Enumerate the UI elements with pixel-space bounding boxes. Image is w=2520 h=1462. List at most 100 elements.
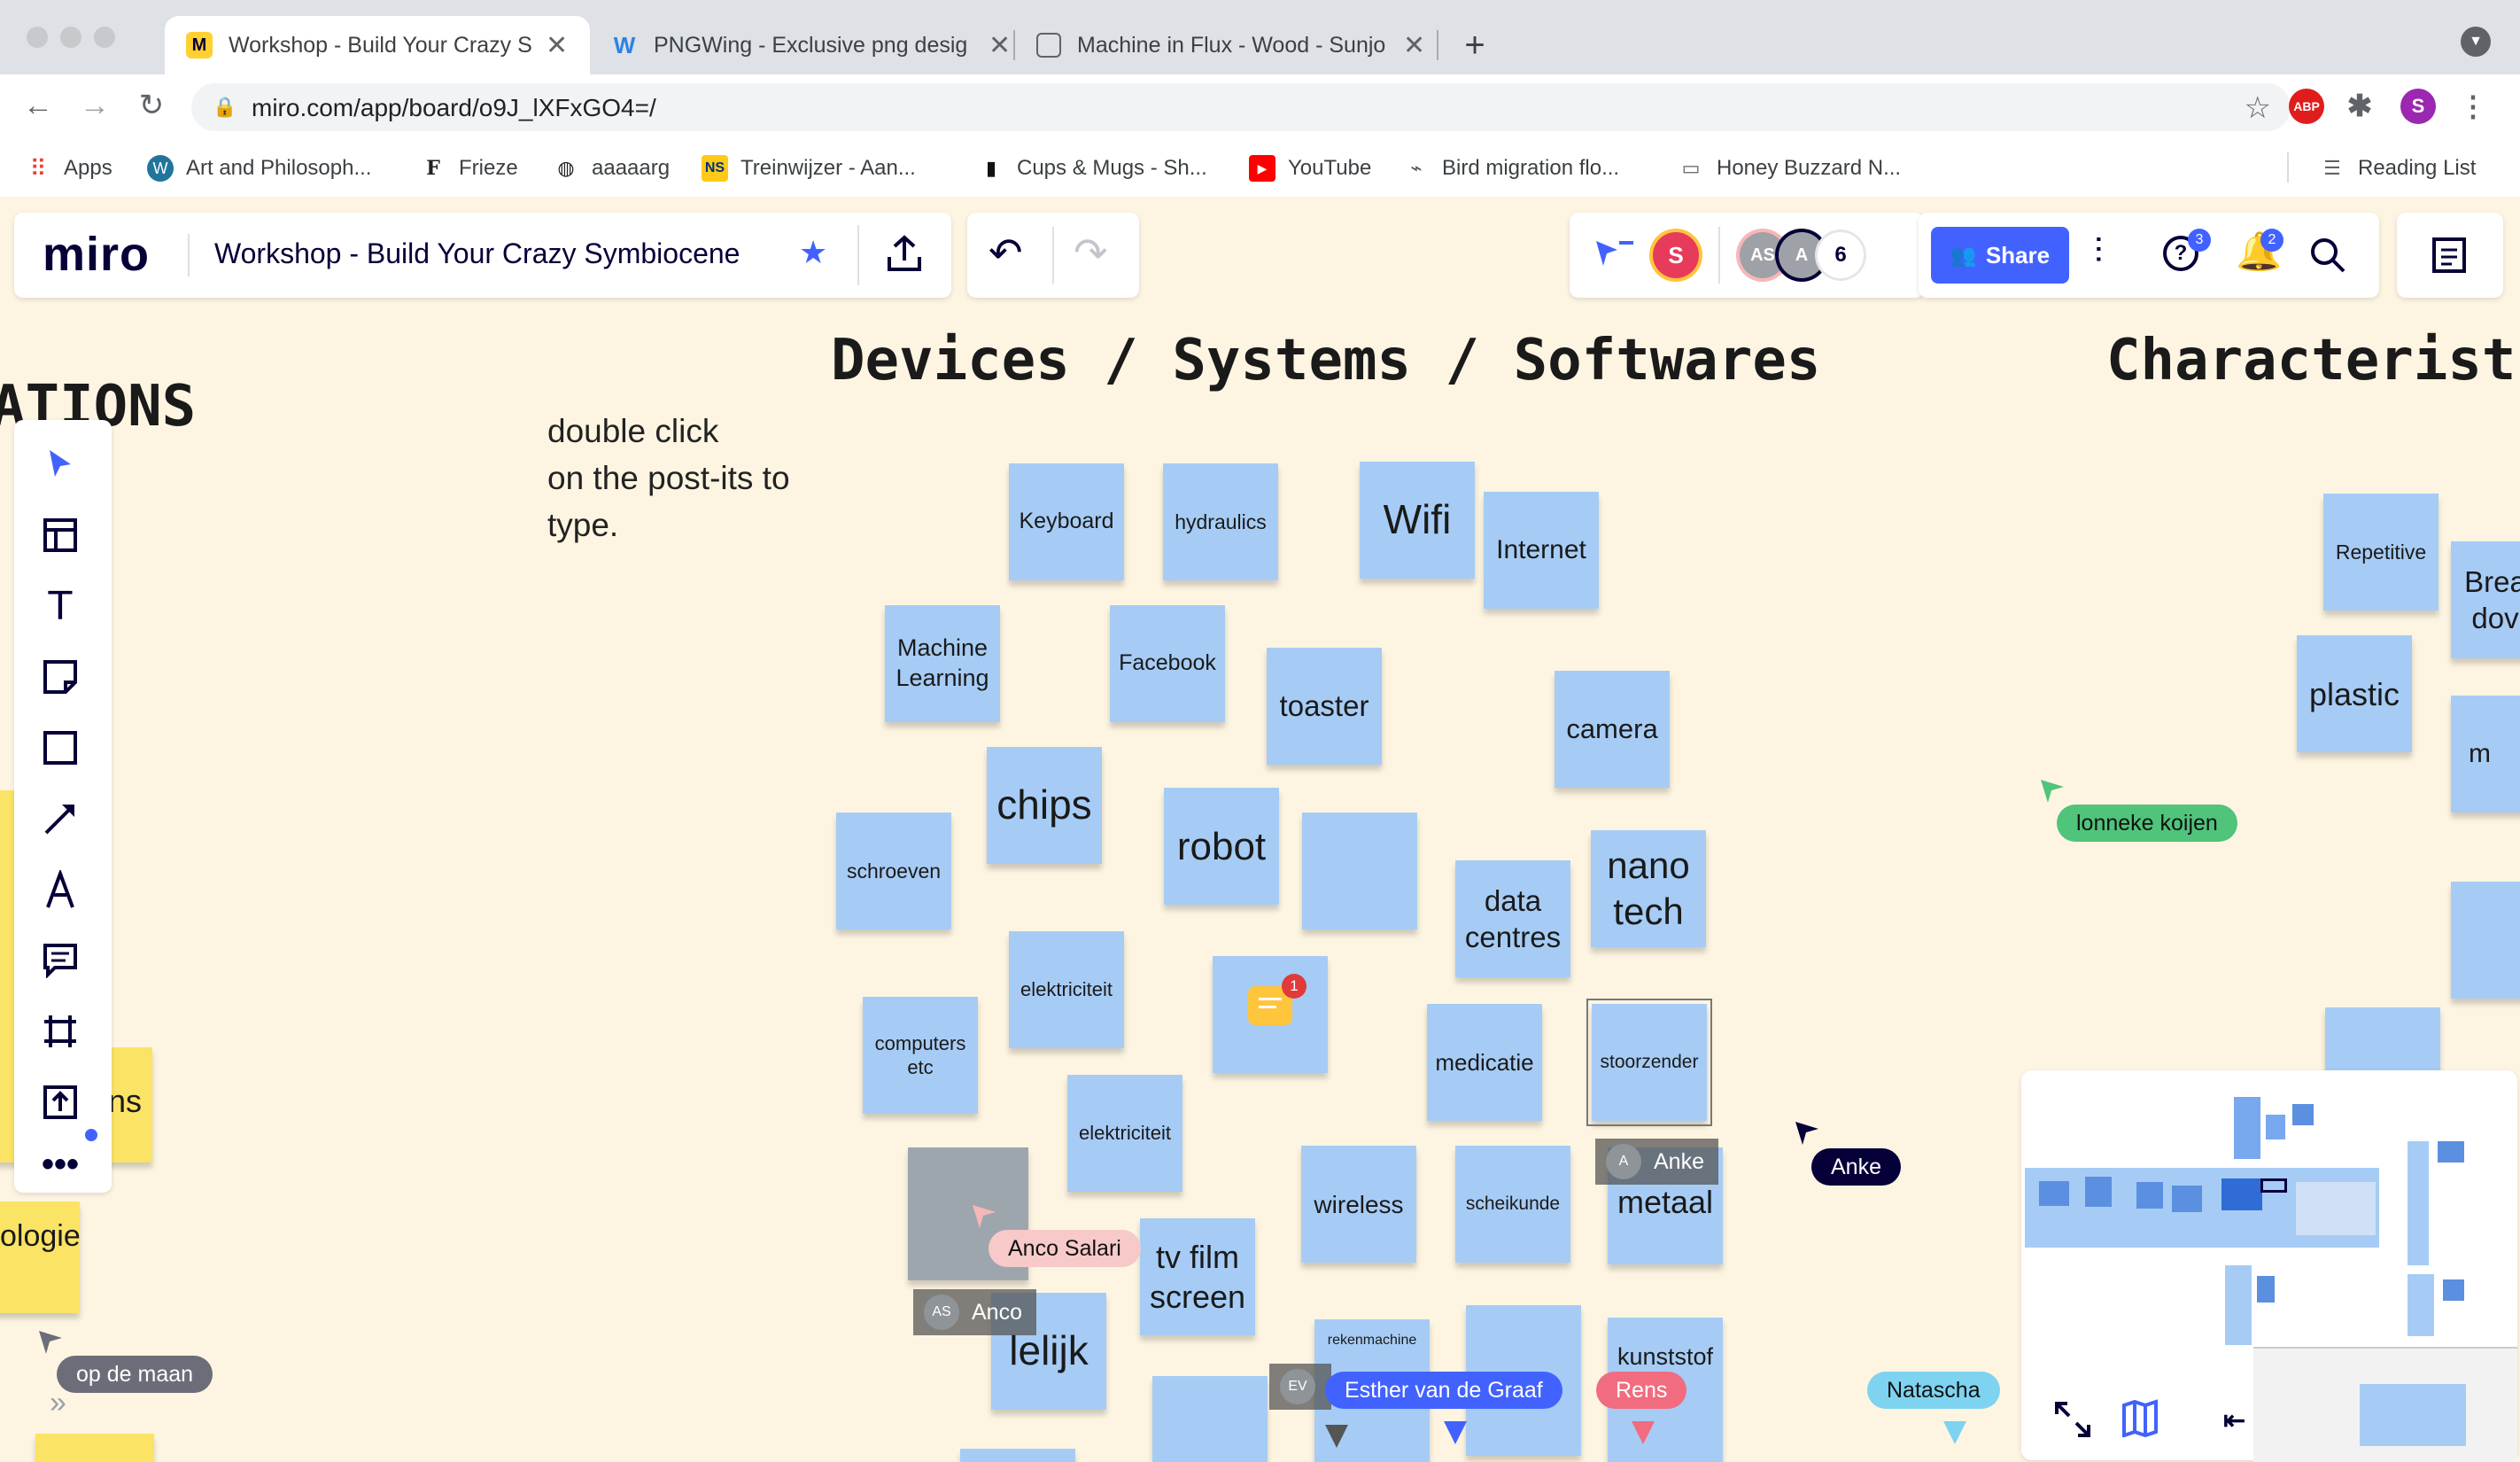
menu-kebab-icon[interactable]: ⋮	[2459, 90, 2487, 122]
expand-sidebar-icon[interactable]: »	[50, 1386, 66, 1419]
redo-icon[interactable]: ↷	[1074, 229, 1108, 276]
star-icon[interactable]: ★	[799, 234, 828, 270]
tab-search-icon[interactable]: ▼	[2461, 27, 2491, 57]
sticky-note-internet[interactable]: Internet	[1484, 492, 1599, 609]
sticky-note-facebook[interactable]: Facebook	[1110, 605, 1225, 722]
sticky-note-wireless[interactable]: wireless	[1301, 1146, 1416, 1263]
sticky-note-computers-etc[interactable]: computers etc	[863, 997, 978, 1114]
settings-sliders-icon[interactable]: ⫶	[2094, 232, 2103, 271]
tab-machine-in-flux[interactable]: Machine in Flux - Wood - Sunjo ✕	[1015, 16, 1431, 74]
share-button[interactable]: 👥 Share	[1931, 227, 2069, 284]
sticky-note-partial[interactable]: m	[2451, 696, 2520, 813]
sticky-note-toaster[interactable]: toaster	[1267, 648, 1382, 765]
bookmark-aaaaarg[interactable]: ◍ aaaaarg	[553, 149, 670, 188]
minimap-panel[interactable]: ⇤	[2021, 1070, 2517, 1462]
bookmark-bird-migration[interactable]: ⌁ Bird migration flo...	[1403, 149, 1619, 188]
map-icon[interactable]	[2121, 1398, 2159, 1437]
bookmark-honey-buzzard[interactable]: ▭ Honey Buzzard N...	[1678, 149, 1902, 188]
collaborator-count[interactable]: 6	[1818, 232, 1864, 278]
sticky-note-camera[interactable]: camera	[1555, 671, 1670, 788]
back-icon[interactable]: ←	[23, 88, 53, 122]
extensions-puzzle-icon[interactable]: ✱	[2346, 89, 2373, 123]
profile-avatar[interactable]: S	[2400, 89, 2436, 124]
sticky-note-plastic[interactable]: plastic	[2297, 635, 2412, 752]
sticky-note-keyboard[interactable]: Keyboard	[1009, 463, 1124, 580]
minimize-window-button[interactable]	[60, 27, 81, 48]
sticky-note-elektriciteit[interactable]: elektriciteit	[1009, 931, 1124, 1048]
sticky-note-tv-film-screen[interactable]: tv film screen	[1140, 1218, 1255, 1335]
sticky-note-scheikunde[interactable]: scheikunde	[1455, 1146, 1570, 1263]
minimap-viewport[interactable]	[2260, 1178, 2287, 1193]
bookmark-art-philosophy[interactable]: W Art and Philosoph...	[147, 149, 371, 188]
sticky-note-empty[interactable]	[1302, 813, 1417, 929]
more-tools-icon[interactable]: •••	[41, 1144, 79, 1184]
current-user-avatar[interactable]: S	[1653, 232, 1699, 278]
board-title[interactable]: Workshop - Build Your Crazy Symbiocene	[214, 237, 740, 269]
bookmark-star-icon[interactable]: ☆	[2244, 91, 2271, 125]
search-icon[interactable]	[2308, 236, 2347, 275]
bookmark-cups-mugs[interactable]: ▮ Cups & Mugs - Sh...	[978, 149, 1207, 188]
follow-cursor-icon[interactable]	[1594, 237, 1635, 273]
export-upload-icon[interactable]	[884, 234, 925, 275]
templates-tool-icon[interactable]	[32, 507, 89, 564]
new-tab-button[interactable]: +	[1464, 25, 1485, 65]
shape-tool-icon[interactable]	[32, 719, 89, 776]
close-tab-icon[interactable]: ✕	[989, 30, 1012, 60]
collaborator-avatar[interactable]: A	[1779, 232, 1825, 278]
comment-tool-icon[interactable]	[32, 932, 89, 989]
forward-icon[interactable]: →	[80, 88, 110, 122]
reload-icon[interactable]: ↻	[138, 89, 165, 122]
upload-tool-icon[interactable]	[32, 1074, 89, 1131]
sticky-note-break-down[interactable]: Brea dov	[2451, 541, 2520, 658]
collaborator-avatar[interactable]: AS	[1740, 232, 1786, 278]
sticky-note-stoorzender[interactable]: stoorzender	[1586, 999, 1712, 1126]
frame-tool-icon[interactable]	[32, 1003, 89, 1060]
yellow-sticky-note[interactable]	[35, 1434, 154, 1462]
adblock-icon[interactable]: ABP	[2289, 89, 2324, 124]
miro-board-canvas[interactable]: ATIONS Devices / Systems / Softwares Cha…	[0, 197, 2520, 1462]
bookmark-apps[interactable]: ⠿ Apps	[25, 149, 112, 188]
miro-logo[interactable]: miro	[43, 228, 151, 281]
sticky-note-data-centres[interactable]: data centres	[1455, 860, 1570, 977]
sticky-note-wifi[interactable]: Wifi	[1360, 462, 1475, 579]
close-window-button[interactable]	[27, 27, 48, 48]
sticky-note-empty[interactable]	[1152, 1376, 1268, 1462]
sticky-note-robot[interactable]: robot	[1164, 788, 1279, 905]
sticky-note-empty[interactable]	[2451, 882, 2520, 999]
sticky-note-tool-icon[interactable]	[32, 649, 89, 705]
sticky-note-chips[interactable]: chips	[987, 747, 1102, 864]
address-bar[interactable]: 🔒 miro.com/app/board/o9J_lXFxGO4=/ ☆	[191, 83, 2291, 131]
yellow-sticky-note[interactable]: ologie	[0, 1201, 80, 1313]
sticky-note-repetitive[interactable]: Repetitive	[2323, 494, 2439, 610]
comment-icon[interactable]: 1	[1248, 974, 1307, 1025]
bookmark-frieze[interactable]: F Frieze	[420, 149, 518, 188]
bookmark-treinwijzer[interactable]: NS Treinwijzer - Aan...	[702, 149, 916, 188]
collapse-minimap-icon[interactable]: ⇤	[2223, 1406, 2246, 1435]
tab-pngwing[interactable]: W PNGWing - Exclusive png desig ✕	[590, 16, 1015, 74]
connection-line-tool-icon[interactable]	[32, 790, 89, 847]
bookmark-youtube[interactable]: ▶ YouTube	[1249, 149, 1371, 188]
sticky-note-schroeven[interactable]: schroeven	[836, 813, 951, 929]
notes-list-icon[interactable]	[2431, 236, 2470, 275]
sticky-note-elektriciteit-2[interactable]: elektriciteit	[1067, 1075, 1182, 1192]
fit-to-screen-icon[interactable]	[2053, 1400, 2092, 1439]
bookmark-reading-list[interactable]: ☰ Reading List	[2319, 149, 2476, 188]
text-tool-icon[interactable]: T	[48, 583, 73, 629]
sticky-note-medicatie[interactable]: medicatie	[1427, 1004, 1542, 1121]
help-icon[interactable]: ?	[2163, 236, 2198, 271]
select-tool-icon[interactable]	[32, 436, 89, 493]
close-tab-icon[interactable]: ✕	[1403, 30, 1426, 60]
tab-miro-workshop[interactable]: M Workshop - Build Your Crazy S ✕	[165, 16, 590, 74]
sticky-note-empty[interactable]	[960, 1449, 1075, 1462]
sticky-note-hydraulics[interactable]: hydraulics	[1163, 463, 1278, 580]
close-tab-icon[interactable]: ✕	[546, 30, 569, 60]
minimap-item	[2257, 1276, 2275, 1303]
pen-tool-icon[interactable]	[32, 861, 89, 918]
undo-icon[interactable]: ↶	[989, 229, 1023, 276]
cup-icon: ▮	[985, 157, 997, 179]
tab-title: Workshop - Build Your Crazy S	[229, 32, 532, 58]
zoom-window-button[interactable]	[94, 27, 115, 48]
sticky-note-with-comment[interactable]: 1	[1213, 956, 1328, 1073]
sticky-note-machine-learning[interactable]: Machine Learning	[885, 605, 1000, 722]
sticky-note-nano-tech[interactable]: nano tech	[1591, 830, 1706, 947]
